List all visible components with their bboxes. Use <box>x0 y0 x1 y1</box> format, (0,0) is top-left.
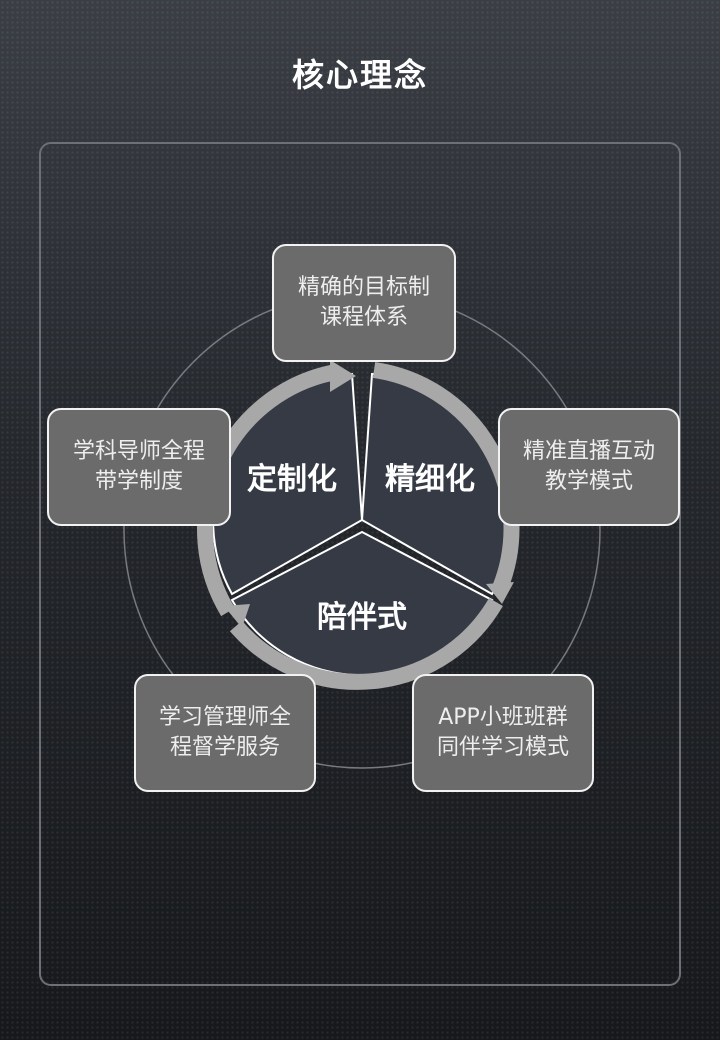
box-top-line-1: 精确的目标制 <box>297 275 430 300</box>
content-frame <box>39 142 681 986</box>
segment-label-right: 精细化 <box>385 462 475 497</box>
box-right-line-2: 教学模式 <box>544 469 633 494</box>
segment-label-bottom: 陪伴式 <box>317 600 407 635</box>
box-right: 精准直播互动 教学模式 <box>498 408 680 526</box>
box-bottom-left: 学习管理师全 程督学服务 <box>134 674 316 792</box>
ring-arc-bottom <box>229 597 503 690</box>
box-bottom-right-line-1: APP小班班群 <box>438 705 568 730</box>
arrow-head-right <box>486 582 514 604</box>
page-title: 核心理念 <box>291 56 428 94</box>
box-left: 学科导师全程 带学制度 <box>47 408 231 526</box>
box-top-line-2: 课程体系 <box>319 305 408 330</box>
box-bottom-right: APP小班班群 同伴学习模式 <box>412 674 594 792</box>
segment-label-left: 定制化 <box>247 462 337 497</box>
box-bottom-left-line-2: 程督学服务 <box>169 735 280 760</box>
box-bottom-left-line-1: 学习管理师全 <box>158 705 291 730</box>
arrow-head-bottom <box>224 604 250 628</box>
arrow-head-top <box>330 360 356 392</box>
box-top: 精确的目标制 课程体系 <box>272 244 456 362</box>
box-left-line-2: 带学制度 <box>94 469 183 494</box>
ring-arc-right <box>372 362 520 591</box>
box-left-line-1: 学科导师全程 <box>72 439 205 464</box>
box-bottom-right-line-2: 同伴学习模式 <box>436 735 569 760</box>
box-right-line-1: 精准直播互动 <box>522 439 655 464</box>
